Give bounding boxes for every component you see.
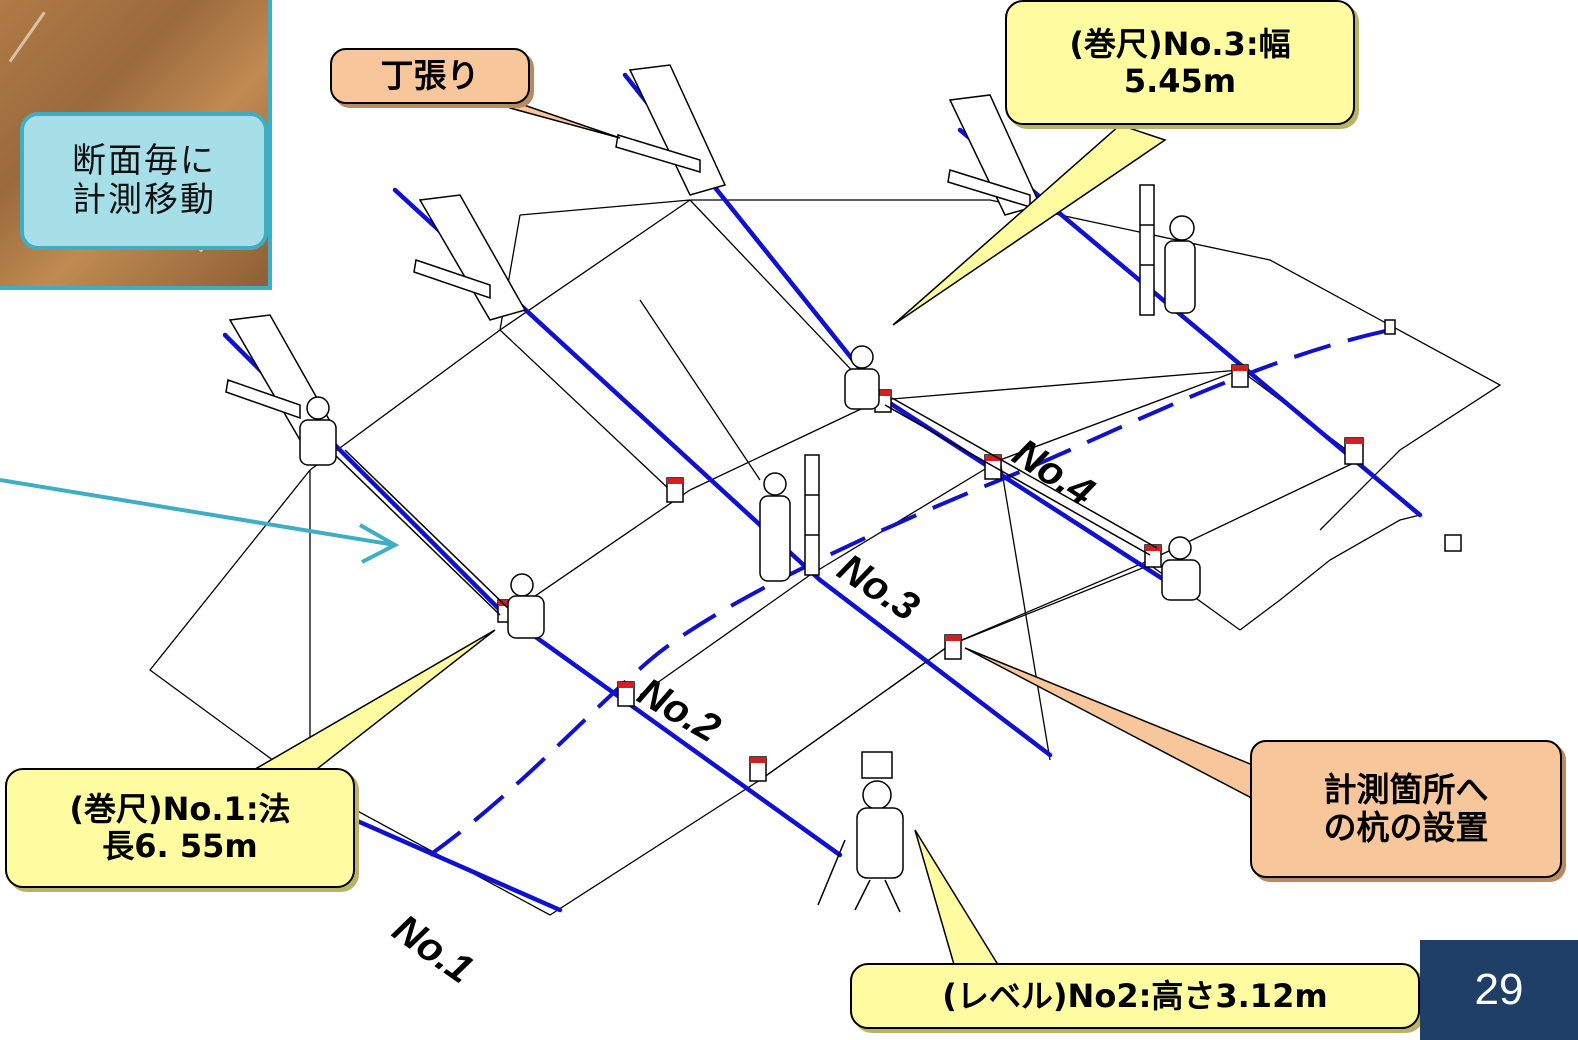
tape-no1-pointer — [243, 629, 496, 791]
batter-board — [615, 134, 701, 174]
chohari-callout: 丁張り — [330, 48, 530, 104]
level-dashed-line — [428, 328, 1391, 857]
stake-cap — [618, 682, 634, 688]
page-number-badge: 29 — [1420, 940, 1578, 1040]
worker-figure — [1164, 215, 1196, 314]
grid-outline-top — [309, 199, 1502, 531]
grid-line — [519, 199, 691, 216]
survey-line-front — [352, 817, 563, 913]
measuring-tapes — [334, 397, 1158, 616]
grid-line — [639, 299, 761, 481]
grid-outline-bottom — [149, 469, 1241, 916]
section-label-no4: No.4 — [1005, 431, 1102, 515]
survey-line-no3-lower — [882, 397, 1183, 593]
arrow-shaft — [0, 478, 396, 547]
survey-line-no2-lower — [817, 577, 1053, 758]
stake-cap — [1232, 365, 1248, 371]
stake-callout: 計測箇所へ の杭の設置 — [1250, 740, 1562, 878]
grid-line — [759, 644, 951, 781]
ground-grid — [149, 199, 1502, 916]
tape-no1 — [344, 449, 511, 611]
batter-boards — [225, 64, 1042, 441]
batter-board — [418, 194, 527, 321]
stake-cap — [985, 455, 1001, 461]
worker-figure — [299, 396, 337, 466]
level-no2-callout: (レベル)No2:高さ3.12m — [850, 963, 1420, 1029]
grid-line — [999, 459, 1051, 761]
grid-line — [879, 369, 1241, 401]
level-no2-pointer — [914, 829, 1002, 969]
level-instrument-operator — [817, 751, 904, 913]
stake-cap — [1345, 438, 1363, 444]
batter-board — [413, 259, 491, 300]
tape-no3-callout: (巻尺)No.3:幅 5.45m — [1005, 0, 1355, 125]
batter-board — [225, 378, 301, 420]
grid-line — [949, 559, 1151, 646]
survey-line-no4 — [957, 127, 1423, 518]
stake-marker — [1384, 319, 1396, 335]
stake-cap — [667, 478, 683, 484]
grid-line — [1239, 514, 1421, 631]
worker-figure — [759, 472, 791, 582]
stake-marker — [1444, 534, 1462, 552]
grid-line — [499, 329, 671, 491]
grid-line — [689, 399, 881, 491]
stake-cap — [875, 390, 891, 396]
level-staff — [804, 454, 820, 576]
level-staff — [1139, 184, 1155, 316]
tape-no3 — [884, 404, 1151, 556]
worker-figure — [1161, 536, 1201, 601]
survey-lines — [222, 72, 1423, 913]
stake-cap — [1145, 545, 1161, 551]
tape-no3-pointer — [892, 124, 1167, 326]
grid-line — [689, 199, 881, 401]
tape-no1 — [334, 454, 501, 616]
tape-no1-callout: (巻尺)No.1:法 長6. 55m — [5, 768, 355, 888]
arrow-head — [359, 523, 400, 564]
worker-figure — [507, 573, 545, 639]
leveling-staffs — [804, 184, 1155, 576]
stake-cap — [750, 757, 766, 763]
callout-pointers — [243, 89, 1266, 969]
grid-line — [999, 369, 1241, 461]
worker-figure — [844, 345, 880, 410]
survey-line-no1 — [502, 612, 843, 858]
stake-cap — [498, 600, 514, 606]
workers — [299, 215, 1201, 913]
section-label-no3: No.3 — [830, 546, 927, 630]
tape-no3 — [891, 397, 1158, 549]
batter-board — [628, 64, 727, 196]
grid-line — [809, 459, 1001, 576]
move-arrow — [0, 478, 400, 564]
stake-cap — [945, 635, 961, 641]
section-label-no1: No.1 — [385, 906, 481, 992]
grid-line — [639, 574, 811, 696]
move-note-callout: 断面毎に 計測移動 — [20, 112, 268, 250]
